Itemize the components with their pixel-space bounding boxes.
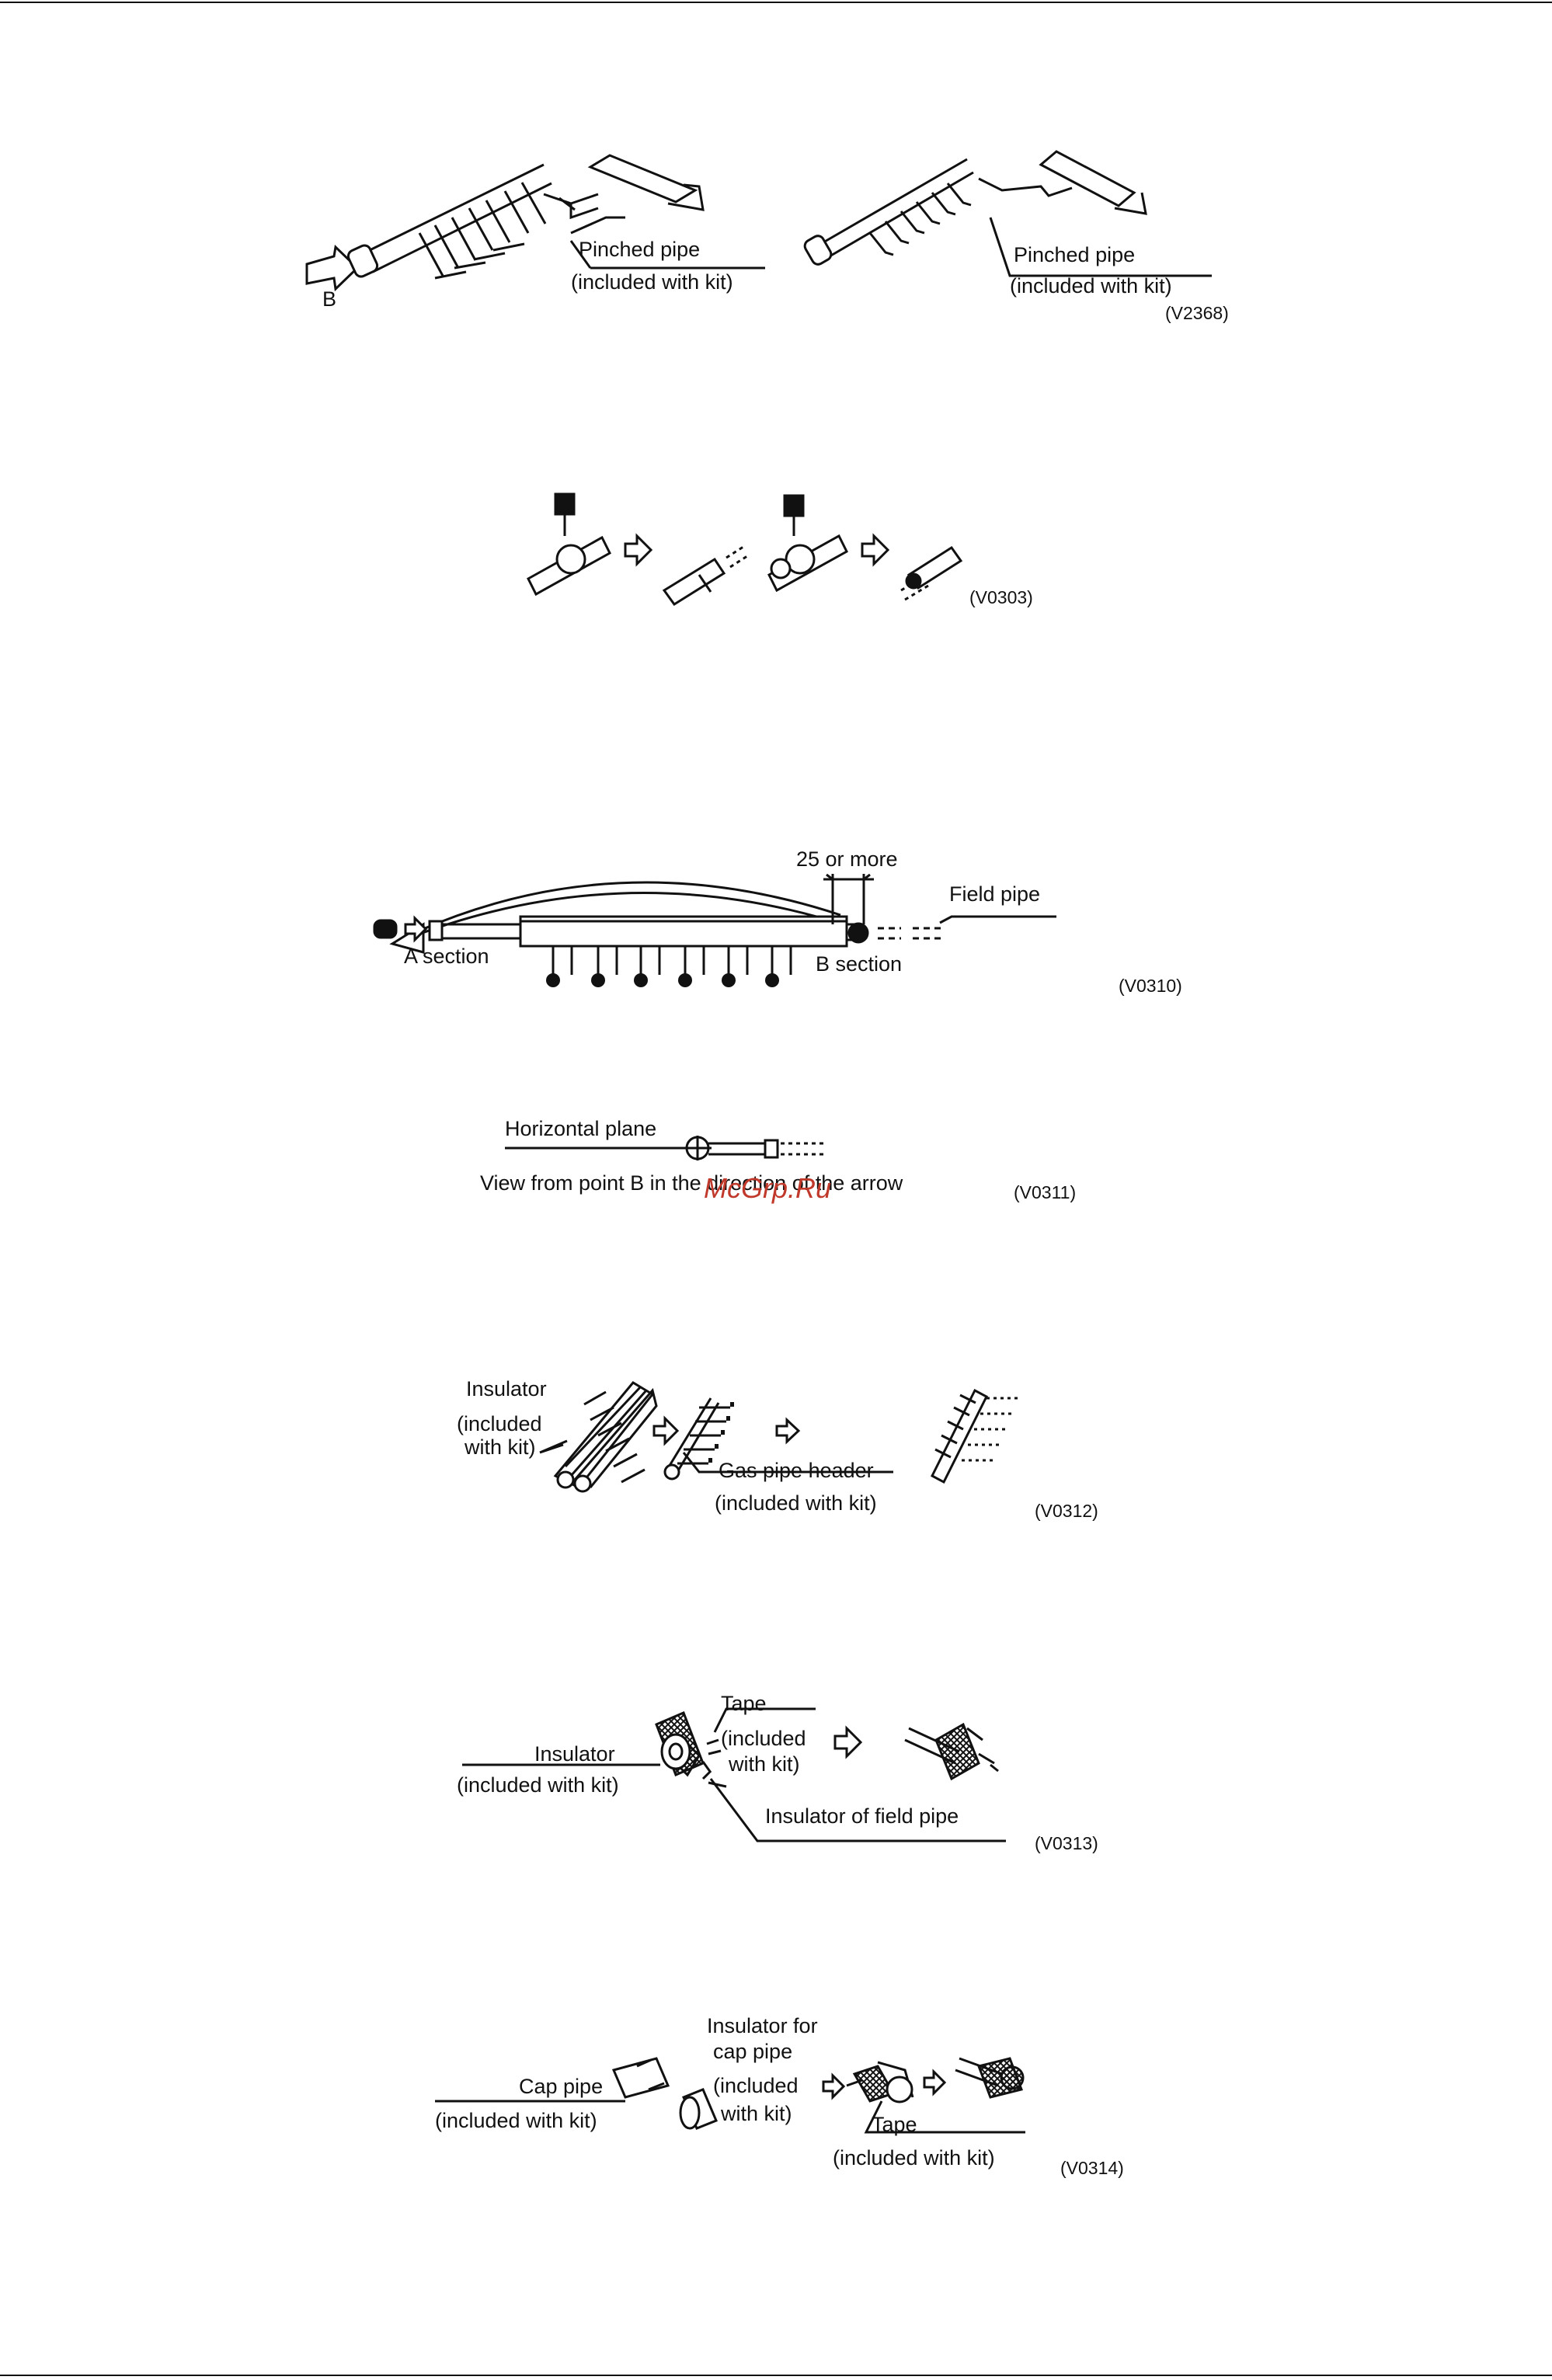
view-caption: View from point B in the direction of th… xyxy=(480,1171,903,1195)
pinched-pipe-left-label: Pinched pipe xyxy=(579,238,701,261)
pinched-pipe-left-note: (included with kit) xyxy=(571,270,733,294)
tape-note-3: (included with kit) xyxy=(833,2146,995,2169)
field-pipe-label: Field pipe xyxy=(949,882,1041,906)
b-section-label: B section xyxy=(816,952,903,976)
gas-pipe-header-label: Gas pipe header xyxy=(719,1459,874,1482)
insulator-label: Insulator xyxy=(466,1377,547,1401)
insulator-note-2: with kit) xyxy=(465,1435,536,1459)
figure-code-v0312: (V0312) xyxy=(1035,1501,1098,1521)
cap-pipe-note: (included with kit) xyxy=(435,2109,597,2132)
dimension-label: 25 or more xyxy=(796,847,898,871)
tape-label-2: Tape xyxy=(872,2113,917,2136)
tape-label: Tape xyxy=(721,1692,767,1715)
cap-insulator-note-1: (included xyxy=(713,2074,799,2097)
pinched-pipe-right-note: (included with kit) xyxy=(1010,274,1172,298)
tape-note-1: (included xyxy=(721,1727,806,1750)
watermark: McGrp.Ru xyxy=(704,1172,832,1204)
figure-code-v0314: (V0314) xyxy=(1060,2158,1124,2178)
figure-code-v0303: (V0303) xyxy=(969,587,1033,607)
figure-code-v2368: (V2368) xyxy=(1165,303,1229,323)
top-rule xyxy=(0,2,1552,3)
gas-pipe-header-note: (included with kit) xyxy=(715,1491,877,1515)
figure-code-v0310: (V0310) xyxy=(1119,976,1182,996)
tape-note-2: with kit) xyxy=(729,1752,800,1776)
pinched-pipe-right-label: Pinched pipe xyxy=(1014,243,1136,266)
cap-insulator-note-2: with kit) xyxy=(721,2102,792,2125)
insulator-note-3: (included with kit) xyxy=(457,1773,619,1797)
bottom-rule xyxy=(0,2375,1552,2376)
insulator-note-1: (included xyxy=(457,1412,542,1435)
figure-code-v0313: (V0313) xyxy=(1035,1833,1098,1853)
horizontal-plane-label: Horizontal plane xyxy=(505,1117,657,1140)
field-pipe-insulator-label: Insulator of field pipe xyxy=(765,1804,959,1828)
cap-insulator-label-2: cap pipe xyxy=(713,2040,793,2063)
cap-pipe-label: Cap pipe xyxy=(519,2075,604,2098)
a-section-label: A section xyxy=(404,945,489,968)
insulator-label-2: Insulator xyxy=(534,1742,615,1766)
figure-code-v0311: (V0311) xyxy=(1014,1182,1077,1202)
cap-insulator-label-1: Insulator for xyxy=(707,2014,818,2037)
arrow-b-label: B xyxy=(322,287,337,311)
